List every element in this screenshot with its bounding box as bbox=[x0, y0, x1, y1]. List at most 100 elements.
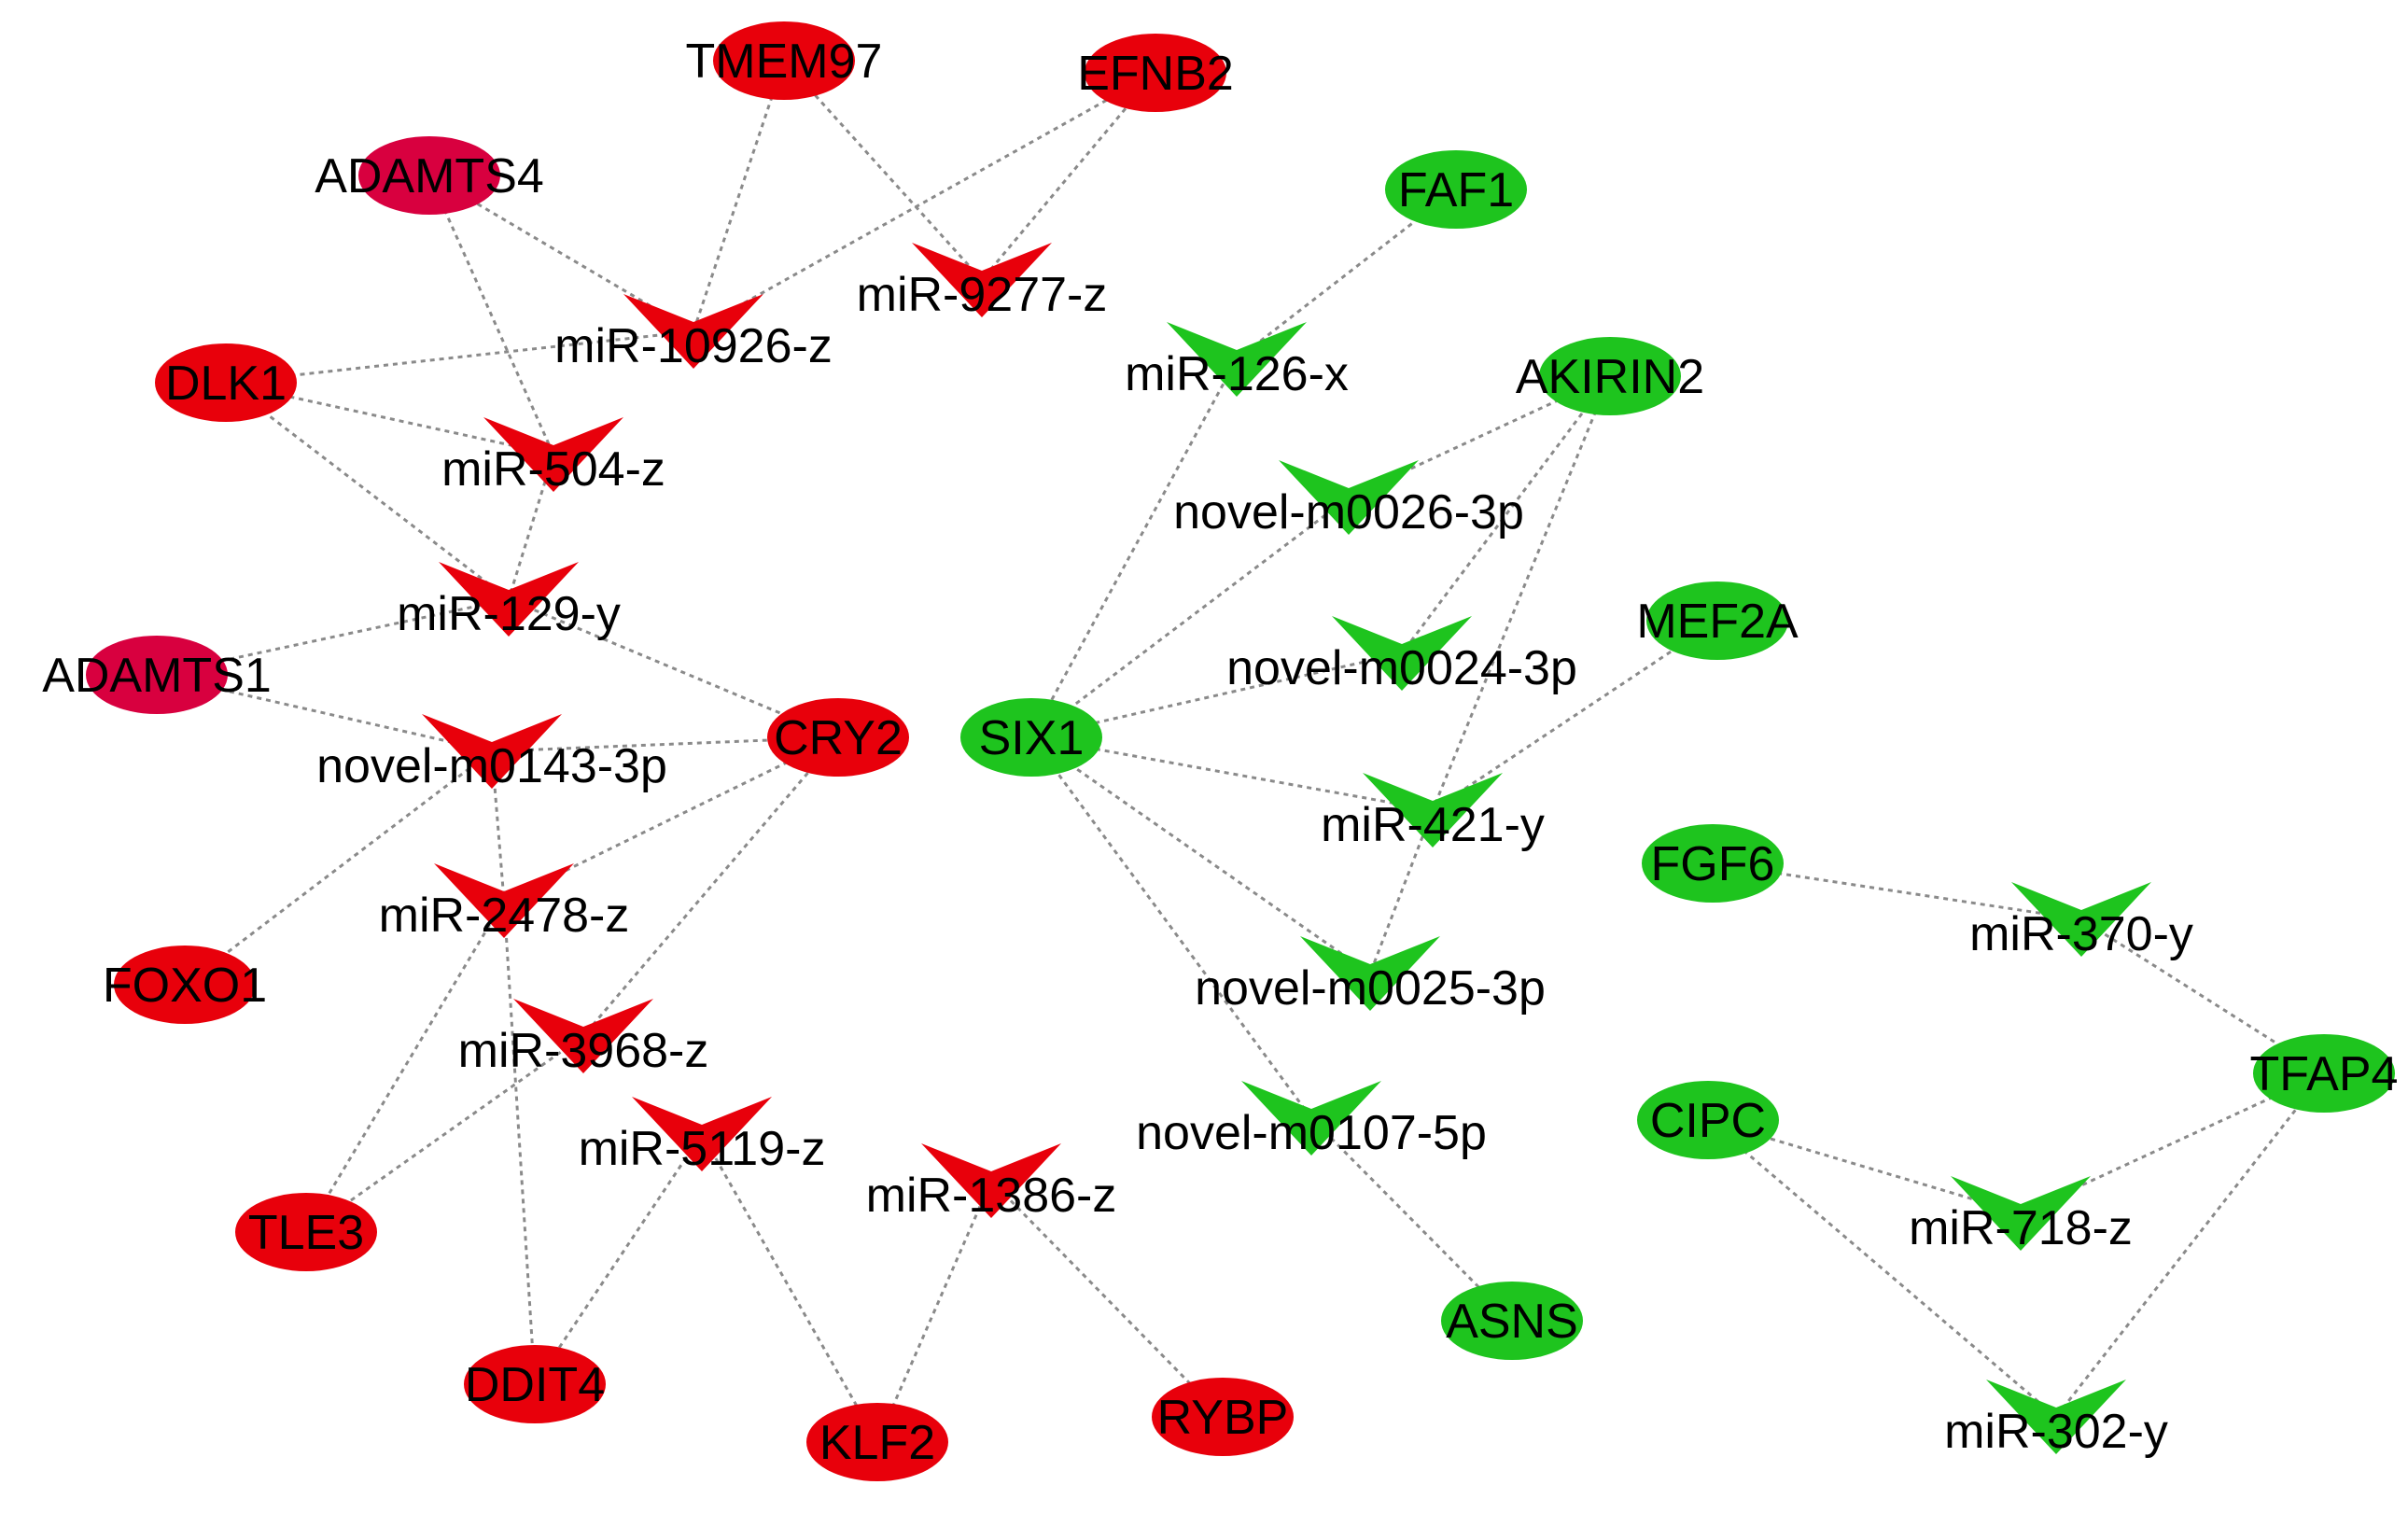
node-label: DDIT4 bbox=[465, 1358, 605, 1412]
node-label: ADAMTS4 bbox=[315, 149, 544, 203]
node-label: miR-10926-z bbox=[554, 319, 833, 373]
mirna-vee-shape bbox=[422, 714, 562, 789]
node-label: EFNB2 bbox=[1077, 47, 1234, 101]
mirna-node-mir-1386-z: miR-1386-z bbox=[866, 1143, 1117, 1223]
gene-node-six1: SIX1 bbox=[960, 698, 1102, 777]
edge-efnb2-mir-9277-z bbox=[980, 72, 1157, 281]
node-label: ADAMTS1 bbox=[42, 649, 272, 703]
edge-dlk1-mir-129-y bbox=[225, 381, 510, 601]
mirna-node-mir-129-y: miR-129-y bbox=[397, 562, 621, 641]
mirna-node-mir-10926-z: miR-10926-z bbox=[554, 294, 833, 373]
mirna-vee-shape bbox=[632, 1097, 772, 1171]
gene-node-fgf6: FGF6 bbox=[1642, 824, 1784, 903]
mirna-vee-shape bbox=[912, 243, 1052, 317]
edge-mir-126-x-six1 bbox=[1029, 358, 1239, 738]
edge-mir-3968-z-tle3 bbox=[305, 1034, 584, 1234]
gene-ellipse bbox=[86, 636, 228, 714]
gene-node-dlk1: DLK1 bbox=[155, 343, 297, 422]
mirna-vee-shape bbox=[1332, 616, 1472, 691]
mirna-node-mir-5119-z: miR-5119-z bbox=[579, 1097, 826, 1176]
edge-mef2a-mir-421-y bbox=[1432, 619, 1718, 812]
mirna-vee-shape bbox=[434, 863, 574, 938]
gene-ellipse bbox=[1646, 581, 1788, 660]
mirna-node-novel-m0024-3p: novel-m0024-3p bbox=[1226, 616, 1577, 695]
node-label: RYBP bbox=[1157, 1391, 1289, 1445]
gene-node-cipc: CIPC bbox=[1637, 1081, 1779, 1159]
gene-node-asns: ASNS bbox=[1441, 1282, 1583, 1360]
mirna-node-mir-302-y: miR-302-y bbox=[1944, 1380, 2168, 1459]
mirna-vee-shape bbox=[1363, 773, 1503, 848]
edge-mir-5119-z-ddit4 bbox=[533, 1133, 704, 1385]
gene-node-klf2: KLF2 bbox=[806, 1403, 948, 1481]
node-label: miR-3968-z bbox=[458, 1024, 709, 1078]
node-label: TLE3 bbox=[248, 1206, 364, 1260]
gene-node-tle3: TLE3 bbox=[235, 1193, 377, 1271]
gene-node-mef2a: MEF2A bbox=[1636, 581, 1799, 660]
mirna-node-novel-m0025-3p: novel-m0025-3p bbox=[1195, 936, 1546, 1016]
node-label: novel-m0107-5p bbox=[1136, 1106, 1487, 1160]
mirna-vee-shape bbox=[1986, 1380, 2126, 1454]
edge-tmem97-mir-10926-z bbox=[692, 60, 786, 332]
node-label: FGF6 bbox=[1651, 837, 1775, 891]
edge-mir-370-y-tfap4 bbox=[2080, 918, 2325, 1075]
mirna-vee-shape bbox=[1951, 1176, 2091, 1251]
mirna-node-mir-504-z: miR-504-z bbox=[441, 417, 665, 497]
edge-mir-504-z-mir-129-y bbox=[507, 454, 555, 600]
edge-akirin2-novel-m0024-3p bbox=[1400, 375, 1612, 654]
gene-node-efnb2: EFNB2 bbox=[1077, 34, 1234, 112]
gene-node-cry2: CRY2 bbox=[767, 698, 909, 777]
node-label: miR-9277-z bbox=[857, 268, 1108, 322]
node-label: miR-504-z bbox=[441, 442, 665, 497]
gene-ellipse bbox=[235, 1193, 377, 1271]
edge-six1-novel-m0024-3p bbox=[1030, 651, 1403, 739]
gene-ellipse bbox=[960, 698, 1102, 777]
node-label: miR-129-y bbox=[397, 587, 621, 641]
node-label: miR-370-y bbox=[1969, 907, 2193, 961]
gene-node-akirin2: AKIRIN2 bbox=[1516, 337, 1704, 415]
mirna-vee-shape bbox=[921, 1143, 1061, 1218]
edge-mir-5119-z-klf2 bbox=[700, 1133, 879, 1443]
mirna-vee-shape bbox=[2011, 882, 2151, 957]
edge-six1-novel-m0107-5p bbox=[1029, 736, 1313, 1119]
node-label: TFAP4 bbox=[2250, 1047, 2399, 1101]
gene-node-tmem97: TMEM97 bbox=[686, 21, 882, 100]
gene-ellipse bbox=[1085, 34, 1226, 112]
mirna-vee-shape bbox=[483, 417, 623, 492]
mirna-vee-shape bbox=[1279, 460, 1419, 535]
edge-six1-novel-m0026-3p bbox=[1030, 496, 1350, 739]
node-label: miR-718-z bbox=[1909, 1201, 2133, 1255]
node-label: miR-421-y bbox=[1321, 798, 1545, 852]
node-label: DLK1 bbox=[165, 357, 287, 411]
gene-ellipse bbox=[155, 343, 297, 422]
edge-efnb2-mir-10926-z bbox=[693, 71, 1156, 333]
edge-mir-2478-z-ddit4 bbox=[502, 900, 537, 1385]
edge-novel-m0143-3p-mir-2478-z bbox=[490, 750, 506, 902]
gene-ellipse bbox=[1637, 1081, 1779, 1159]
mirna-node-mir-3968-z: miR-3968-z bbox=[458, 999, 709, 1078]
gene-node-ddit4: DDIT4 bbox=[464, 1345, 606, 1423]
gene-ellipse bbox=[1642, 824, 1784, 903]
node-label: novel-m0026-3p bbox=[1173, 485, 1524, 539]
gene-node-adamts1: ADAMTS1 bbox=[42, 636, 272, 714]
node-label: MEF2A bbox=[1636, 595, 1799, 649]
node-label: FOXO1 bbox=[103, 959, 267, 1013]
node-label: ASNS bbox=[1446, 1295, 1578, 1349]
gene-node-tfap4: TFAP4 bbox=[2250, 1034, 2399, 1113]
mirna-node-novel-m0026-3p: novel-m0026-3p bbox=[1173, 460, 1524, 539]
edge-tfap4-mir-302-y bbox=[2054, 1072, 2326, 1418]
edge-cry2-mir-3968-z bbox=[581, 736, 840, 1037]
gene-ellipse bbox=[1152, 1378, 1294, 1456]
mirna-vee-shape bbox=[1241, 1081, 1381, 1156]
gene-ellipse bbox=[767, 698, 909, 777]
mirna-node-novel-m0143-3p: novel-m0143-3p bbox=[316, 714, 667, 793]
node-label: miR-5119-z bbox=[579, 1122, 826, 1176]
node-label: miR-1386-z bbox=[866, 1169, 1117, 1223]
gene-node-foxo1: FOXO1 bbox=[103, 946, 267, 1024]
mirna-vee-shape bbox=[1300, 936, 1440, 1011]
edge-akirin2-mir-421-y bbox=[1431, 375, 1612, 811]
mirna-node-mir-370-y: miR-370-y bbox=[1969, 882, 2193, 961]
mirna-node-novel-m0107-5p: novel-m0107-5p bbox=[1136, 1081, 1487, 1160]
edge-mir-129-y-cry2 bbox=[508, 597, 839, 739]
mirna-node-mir-2478-z: miR-2478-z bbox=[379, 863, 629, 943]
